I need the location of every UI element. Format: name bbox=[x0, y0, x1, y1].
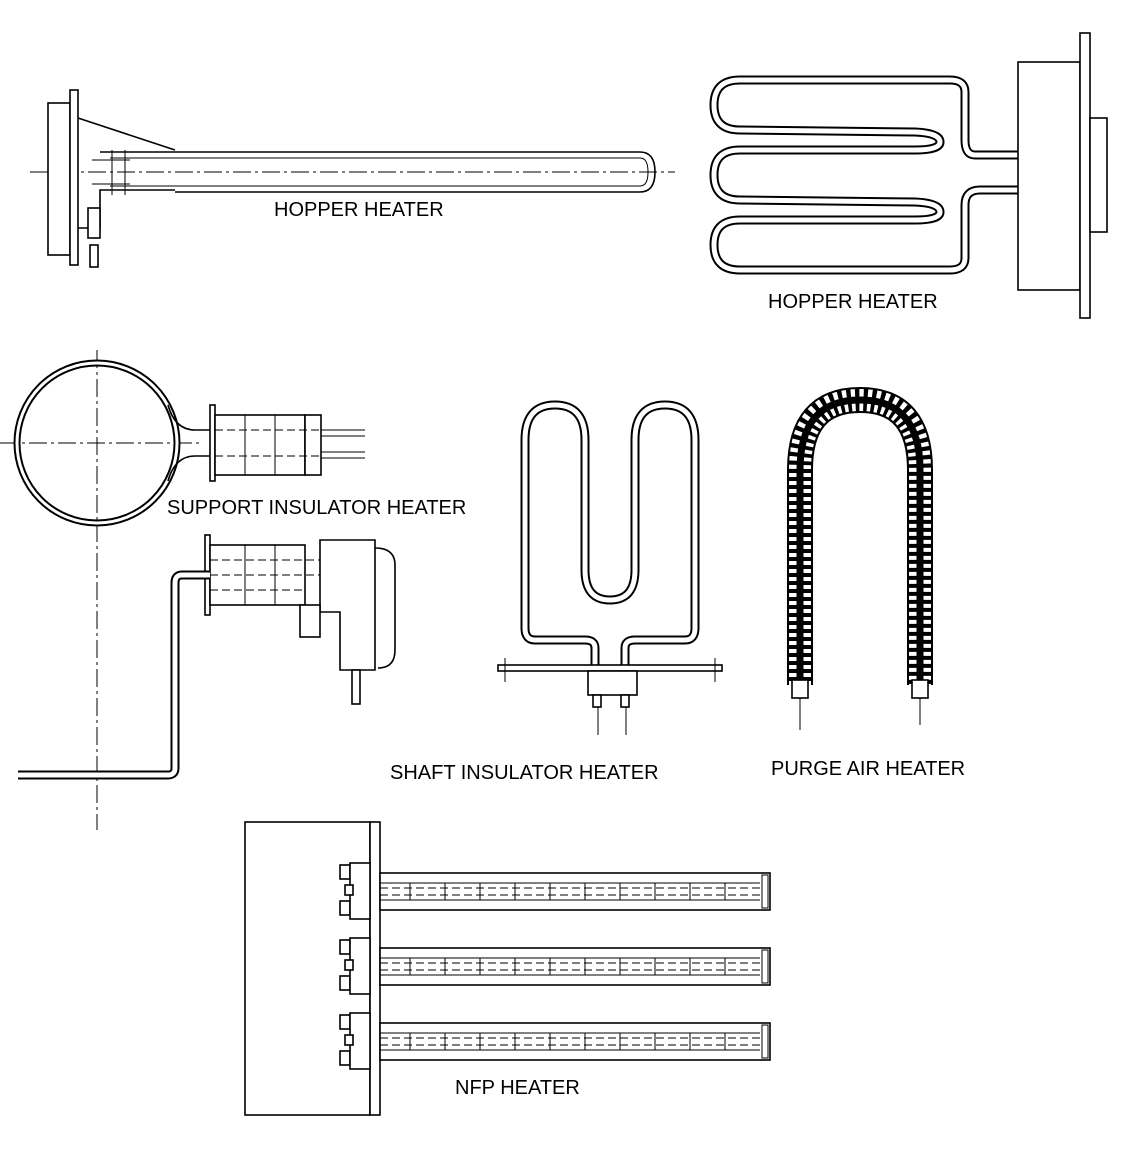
hopper-heater-2-drawing bbox=[709, 32, 1108, 319]
label-purge-air-heater: PURGE AIR HEATER bbox=[771, 758, 966, 780]
label-nfp-heater: NFP HEATER bbox=[455, 1077, 580, 1099]
label-hopper-heater-1: HOPPER HEATER bbox=[274, 199, 444, 221]
nfp-heater-drawing bbox=[244, 821, 771, 1116]
shaft-insulator-heater-drawing bbox=[497, 400, 723, 735]
hopper-heater-1-drawing bbox=[30, 89, 675, 268]
label-support-insulator-heater: SUPPORT INSULATOR HEATER bbox=[167, 497, 467, 519]
purge-air-heater-drawing bbox=[787, 386, 933, 730]
label-hopper-heater-2: HOPPER HEATER bbox=[768, 291, 938, 313]
label-shaft-insulator-heater: SHAFT INSULATOR HEATER bbox=[390, 762, 659, 784]
support-insulator-heater-drawing bbox=[0, 350, 396, 830]
